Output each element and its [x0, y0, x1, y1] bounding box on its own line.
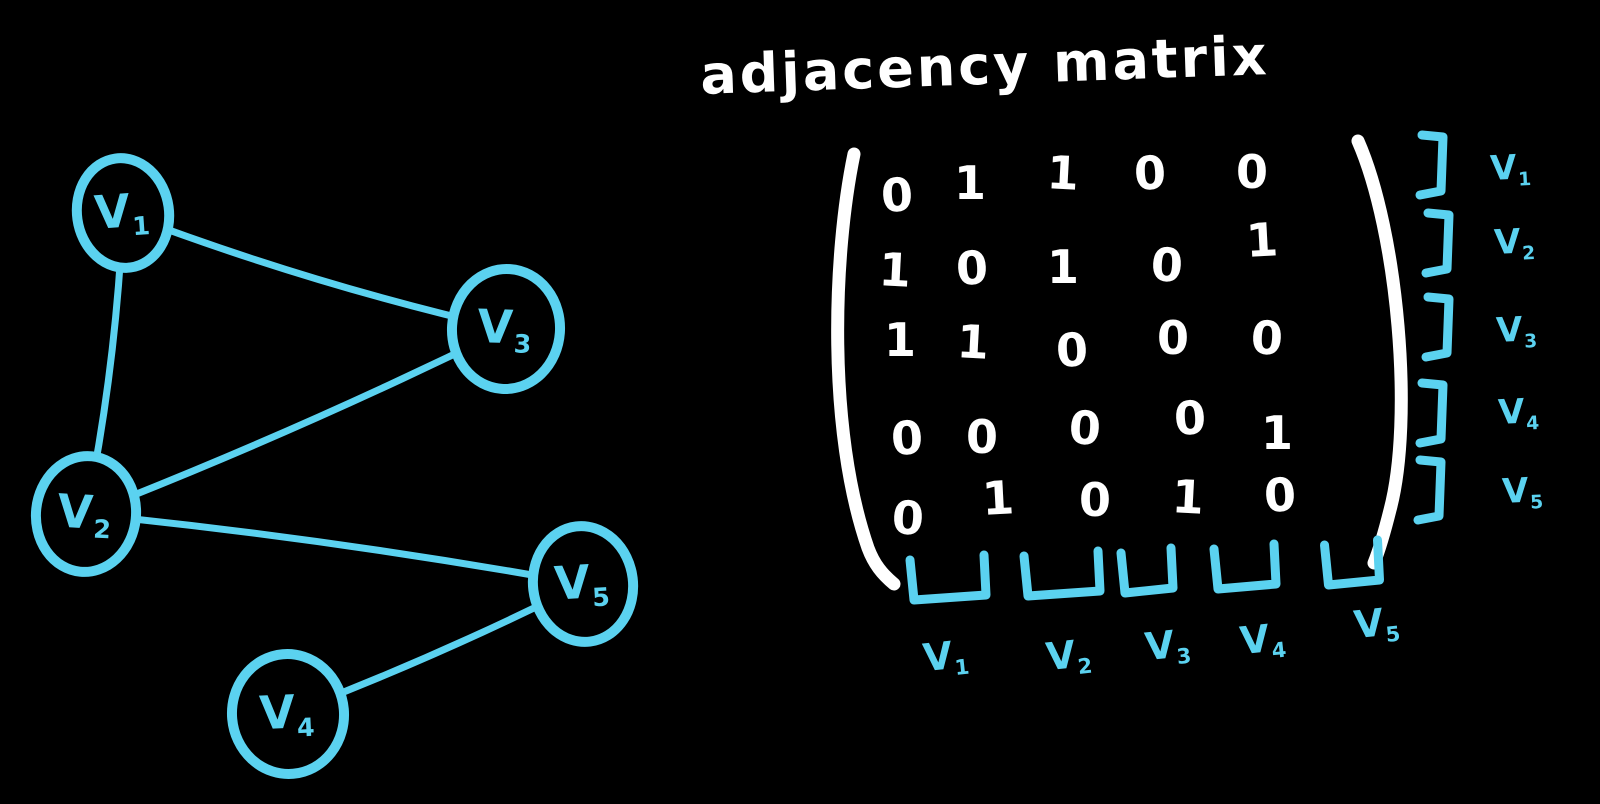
matrix-row-bracket-5 [1413, 455, 1446, 525]
matrix-row-brackets-group [1413, 130, 1454, 525]
matrix-row-bracket-4 [1415, 378, 1448, 448]
graph-node-circle-v1 [71, 153, 175, 273]
graph-edge-v2-v5 [82, 510, 587, 588]
matrix-col-bracket-4 [1209, 539, 1281, 594]
matrix-row-bracket-2 [1421, 208, 1454, 278]
matrix-col-brackets-group [905, 535, 1384, 605]
graph-node-circle-v2 [30, 451, 142, 577]
matrix-col-bracket-5 [1320, 535, 1384, 590]
matrix-right-paren-stroke [1351, 134, 1408, 570]
matrix-left-paren-stroke [831, 147, 901, 591]
matrix-col-bracket-2 [1019, 546, 1105, 601]
matrix-col-bracket-3 [1116, 543, 1178, 598]
matrix-parentheses-group [831, 134, 1408, 591]
graph-node-circle-v4 [226, 649, 350, 779]
graph-nodes-group [30, 153, 639, 779]
matrix-row-bracket-3 [1421, 292, 1454, 362]
graph-node-circle-v5 [527, 521, 639, 647]
graph-node-circle-v3 [446, 264, 566, 394]
matrix-col-bracket-1 [905, 550, 991, 605]
graph-edge-v2-v3 [82, 325, 510, 518]
graph-edge-v1-v3 [119, 209, 510, 333]
matrix-row-bracket-1 [1415, 130, 1448, 200]
